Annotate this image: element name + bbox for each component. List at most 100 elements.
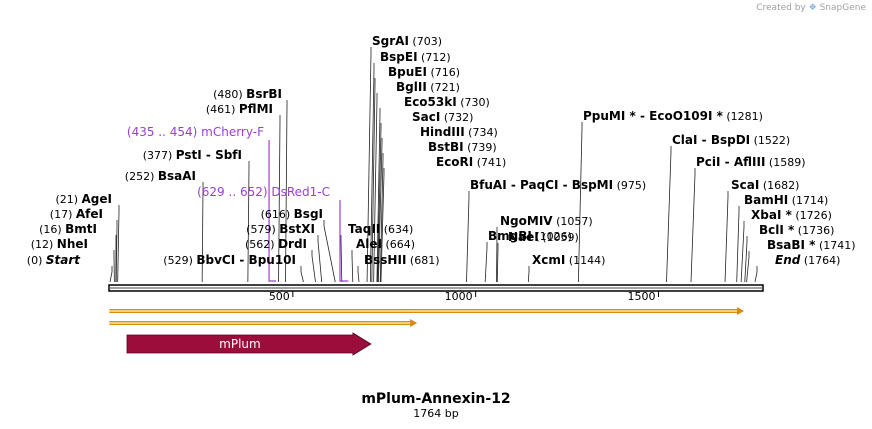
restriction-site-label: PpuMI * - EcoO109I * (1281) [583, 109, 763, 123]
site-name: BamHI [744, 193, 788, 207]
construct-length: 1764 bp [413, 407, 458, 420]
site-name: XbaI * [751, 208, 793, 222]
site-position: (721) [427, 81, 460, 94]
site-position: (579) [246, 223, 279, 236]
restriction-site-label: BclI * (1736) [759, 223, 834, 237]
restriction-site-label: ScaI (1682) [731, 178, 799, 192]
restriction-site-label: BsaBI * (1741) [767, 238, 856, 252]
site-name: SbfI [215, 148, 242, 162]
site-position: (1682) [759, 179, 799, 192]
site-leader-line [379, 153, 384, 283]
site-leader-line [323, 220, 336, 283]
site-name: HindIII [420, 125, 465, 139]
site-name: PpuMI * [583, 109, 637, 123]
restriction-site-label: (16) BmtI [39, 222, 97, 236]
site-name: BstBI [428, 140, 464, 154]
site-name: PflMI [239, 102, 273, 116]
restriction-site-label: AleI (664) [356, 237, 415, 251]
site-name: BsgI [294, 207, 323, 221]
snapgene-credit: Created by ❖ SnapGene [756, 3, 866, 13]
site-position: (712) [418, 51, 451, 64]
site-position: (16) [39, 223, 65, 236]
restriction-site-label: BfuAI - PaqCI - BspMI (975) [470, 178, 646, 192]
site-position: (732) [440, 111, 473, 124]
restriction-site-labels: (0) Start (12) NheI(16) BmtI(17) AfeI(21)… [27, 34, 856, 267]
restriction-site-label: (12) NheI [31, 237, 88, 251]
restriction-site-label: BstBI (739) [428, 140, 497, 154]
site-position: (21) [55, 193, 81, 206]
site-name: SacI [412, 110, 440, 124]
site-leader-line [366, 47, 372, 283]
construct-title: mPlum-Annexin-12 [361, 391, 510, 407]
restriction-site-label: XbaI * (1726) [751, 208, 832, 222]
feature-arrows: mPlum [126, 332, 372, 356]
restriction-site-label: (0) Start [27, 253, 81, 267]
site-name: Eco53kI [404, 95, 457, 109]
restriction-site-label: BpuEI (716) [388, 65, 460, 79]
site-name: NaeI [508, 230, 539, 244]
restriction-site-label: (252) BsaAI [125, 169, 196, 183]
site-name: AfeI [76, 207, 103, 221]
restriction-site-label: (377) PstI - SbfI [143, 148, 242, 162]
site-name: PciI [696, 155, 721, 169]
orf-arrow-head [737, 307, 744, 315]
site-leader-line [351, 250, 354, 283]
site-leader-line [317, 235, 323, 283]
feature-label: mPlum [219, 337, 261, 351]
site-name: ScaI [731, 178, 759, 192]
primer-name: mCherry-F [201, 125, 264, 139]
site-position: (12) [31, 238, 57, 251]
site-name: Start [46, 253, 81, 267]
ruler-tick-label: 1000 [445, 290, 473, 303]
site-position: (562) [245, 238, 278, 251]
site-position: (1764) [800, 254, 840, 267]
site-position: (529) [163, 254, 196, 267]
site-position: (1736) [794, 224, 834, 237]
restriction-site-label: (562) DrdI [245, 237, 307, 251]
site-leader-line [376, 108, 381, 283]
site-position: (634) [380, 223, 413, 236]
site-position: (734) [465, 126, 498, 139]
snapgene-logo-icon: ❖ [808, 3, 817, 13]
site-name: DrdI [278, 237, 307, 251]
restriction-site-label: (21) AgeI [55, 192, 112, 206]
site-name: BmgBI [488, 229, 532, 243]
site-position: (716) [427, 66, 460, 79]
site-leader-line [247, 161, 250, 283]
site-position: (0) [27, 254, 46, 267]
site-name: BspMI [572, 178, 613, 192]
orf-arrows [109, 307, 744, 327]
site-position: (17) [50, 208, 76, 221]
restriction-site-label: ClaI - BspDI (1522) [672, 133, 790, 147]
site-leader-line [377, 138, 383, 283]
restriction-site-label: PciI - AflIII (1589) [696, 155, 806, 169]
site-name: ClaI [672, 133, 697, 147]
site-position: (1144) [565, 254, 605, 267]
site-name: TaqII [348, 222, 380, 236]
site-name: NgoMIV [500, 214, 553, 228]
primer-range: (629 .. 652) [197, 185, 271, 199]
site-position: (1281) [723, 110, 763, 123]
restriction-site-label: BamHI (1714) [744, 193, 828, 207]
site-position: (1714) [788, 194, 828, 207]
restriction-site-label: (480) BsrBI [213, 87, 282, 101]
site-leader-line [666, 146, 672, 283]
site-position: (461) [206, 103, 239, 116]
site-name: BmtI [65, 222, 97, 236]
primer-label: (629 .. 652) DsRed1-C [197, 185, 330, 199]
restriction-site-label: (17) AfeI [50, 207, 103, 221]
site-name: BfuAI [470, 178, 507, 192]
site-name: BsaBI * [767, 238, 816, 252]
site-name: BspEI [380, 50, 418, 64]
site-name: XcmI [532, 253, 565, 267]
site-name: BglII [396, 80, 427, 94]
restriction-site-label: (461) PflMI [206, 102, 273, 116]
site-name: EcoO109I * [649, 109, 723, 123]
site-name: PaqCI [520, 178, 558, 192]
site-name: End [775, 253, 801, 267]
site-leader-line [746, 251, 750, 283]
site-leader-line [377, 123, 382, 283]
site-leader-line [311, 250, 316, 283]
